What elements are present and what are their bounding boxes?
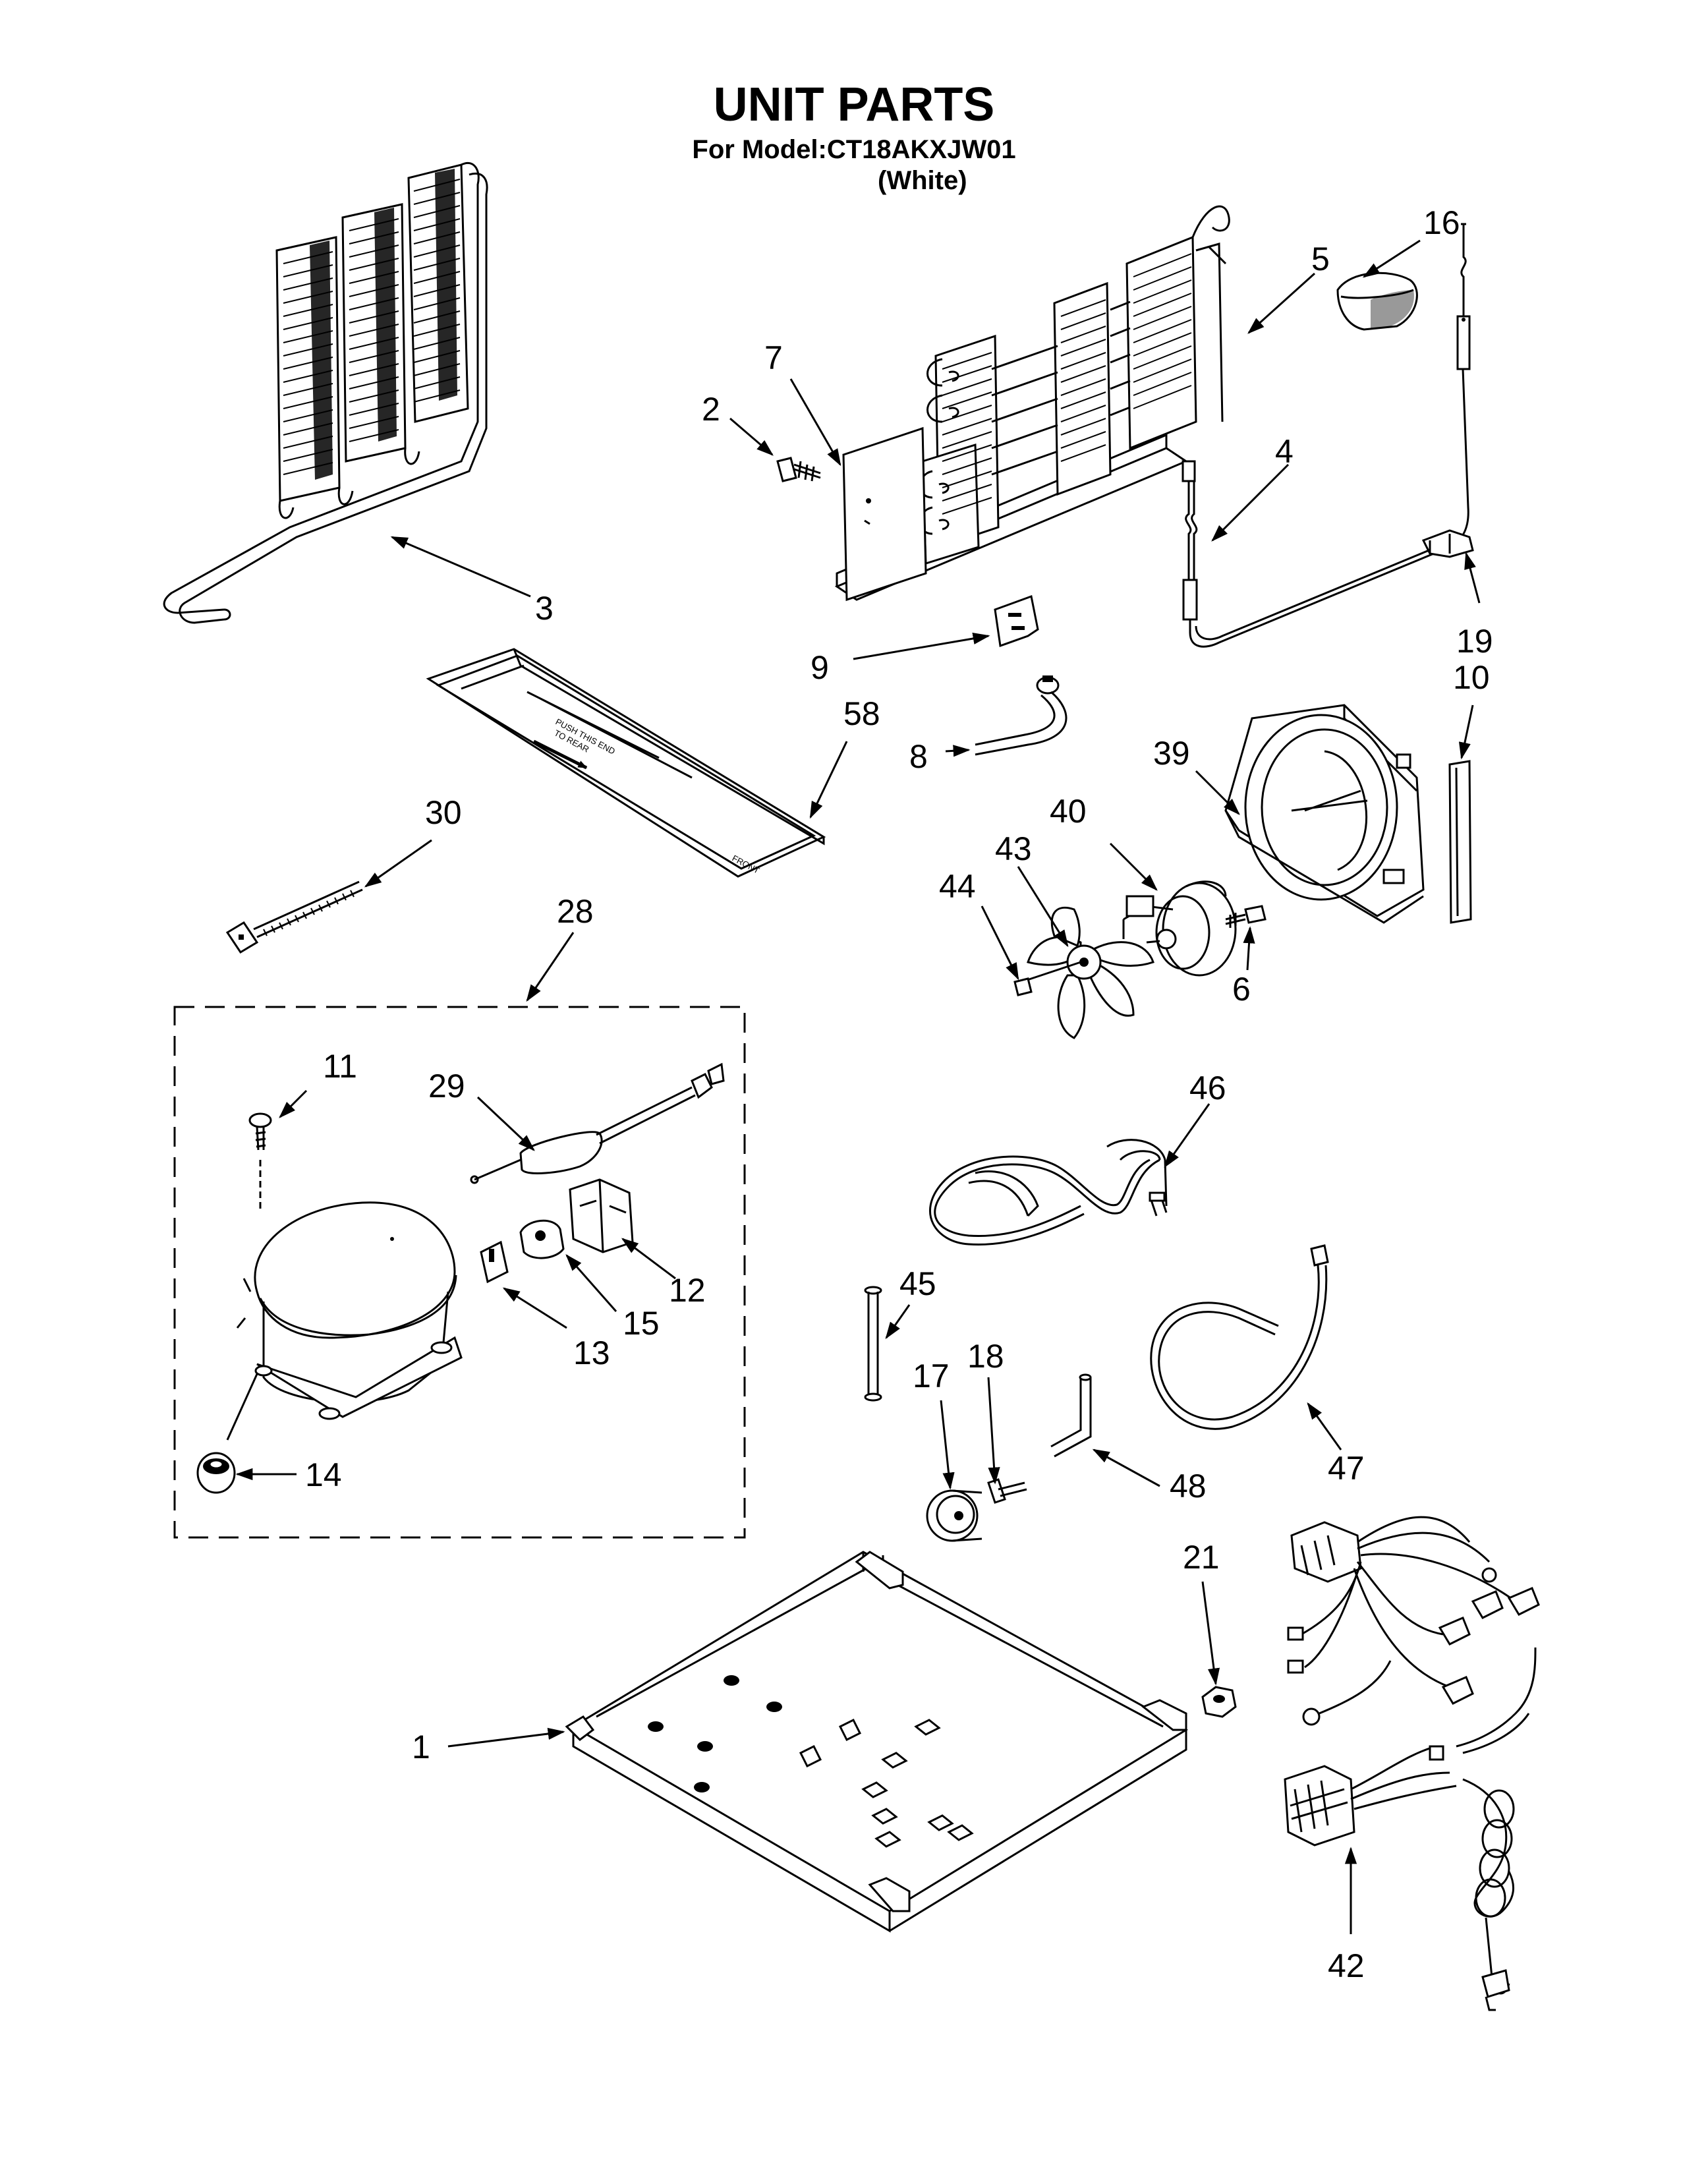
callout-48: 48 (1170, 1468, 1207, 1505)
part-12-cover (569, 1178, 634, 1253)
part-39-fan-shroud (1224, 704, 1425, 924)
callout-19: 19 (1456, 623, 1493, 660)
callout-47: 47 (1328, 1450, 1365, 1487)
callout-8: 8 (909, 738, 928, 775)
callout-1: 1 (412, 1729, 430, 1765)
callout-2: 2 (702, 391, 720, 428)
callout-42: 42 (1328, 1947, 1365, 1984)
part-47-hose (1150, 1244, 1329, 1430)
part-compressor (226, 1201, 463, 1441)
leader-lines (235, 239, 1481, 1934)
callout-13: 13 (573, 1334, 610, 1371)
model-line: For Model:CT18AKXJW01 (692, 135, 1016, 164)
part-8-drain-hose (975, 675, 1068, 756)
part-18-axle (987, 1478, 1027, 1504)
part-3-condenser-coil (163, 161, 488, 624)
callout-numbers: 2 7 5 16 4 3 9 19 58 8 10 39 40 43 44 6 … (305, 204, 1493, 1984)
page-title: UNIT PARTS (713, 78, 995, 131)
callout-15: 15 (623, 1305, 660, 1342)
part-19-clip (1421, 529, 1474, 558)
part-28-compressor-kit-box (173, 1006, 746, 1539)
part-11-screw (248, 1112, 272, 1213)
callout-58: 58 (843, 695, 880, 732)
color-line: (White) (878, 166, 967, 195)
callout-43: 43 (995, 830, 1032, 867)
callout-21: 21 (1183, 1539, 1220, 1576)
callout-9: 9 (811, 649, 829, 686)
callout-5: 5 (1311, 241, 1330, 277)
part-15-relay (519, 1219, 565, 1259)
callout-40: 40 (1050, 793, 1087, 830)
callout-10: 10 (1453, 659, 1490, 696)
callout-28: 28 (557, 893, 594, 930)
callout-17: 17 (913, 1358, 950, 1394)
part-9-bracket (994, 594, 1039, 648)
callout-16: 16 (1423, 204, 1460, 241)
part-45-pin (864, 1286, 882, 1402)
callout-46: 46 (1189, 1070, 1226, 1106)
callout-4: 4 (1275, 433, 1294, 470)
callout-39: 39 (1153, 735, 1190, 772)
callout-45: 45 (899, 1265, 936, 1302)
part-13-overload (480, 1240, 509, 1284)
part-46-hose (929, 1139, 1168, 1246)
part-30-cable-tie (225, 880, 363, 954)
part-21-nut (1201, 1686, 1237, 1718)
callout-18: 18 (967, 1338, 1004, 1375)
part-16-cap (1336, 272, 1418, 331)
callout-7: 7 (764, 339, 783, 376)
callout-30: 30 (425, 794, 462, 831)
callout-29: 29 (428, 1068, 465, 1104)
part-2-screw (776, 457, 821, 482)
part-29-filter-drier (470, 1062, 725, 1184)
callout-11: 11 (323, 1048, 357, 1085)
callout-44: 44 (939, 868, 976, 905)
callout-12: 12 (669, 1272, 706, 1309)
part-10-strip (1448, 760, 1472, 924)
part-4-wire-harness-sensor (1181, 223, 1471, 648)
part-58-drip-tray: PUSH THIS END TO REAR FRONT (426, 648, 826, 878)
part-40-fan-motor (1122, 880, 1267, 977)
part-1-base-plate (565, 1551, 1188, 1933)
part-14-grommet (196, 1452, 236, 1494)
callout-14: 14 (305, 1456, 342, 1493)
callout-3: 3 (535, 590, 554, 627)
part-17-roller (926, 1489, 982, 1542)
callout-6: 6 (1232, 971, 1251, 1008)
part-5-evaporator (834, 205, 1230, 602)
part-42-wire-harness (1284, 1516, 1540, 2011)
part-48-tube (1050, 1373, 1092, 1458)
part-43-fan-blade (1013, 906, 1154, 1039)
